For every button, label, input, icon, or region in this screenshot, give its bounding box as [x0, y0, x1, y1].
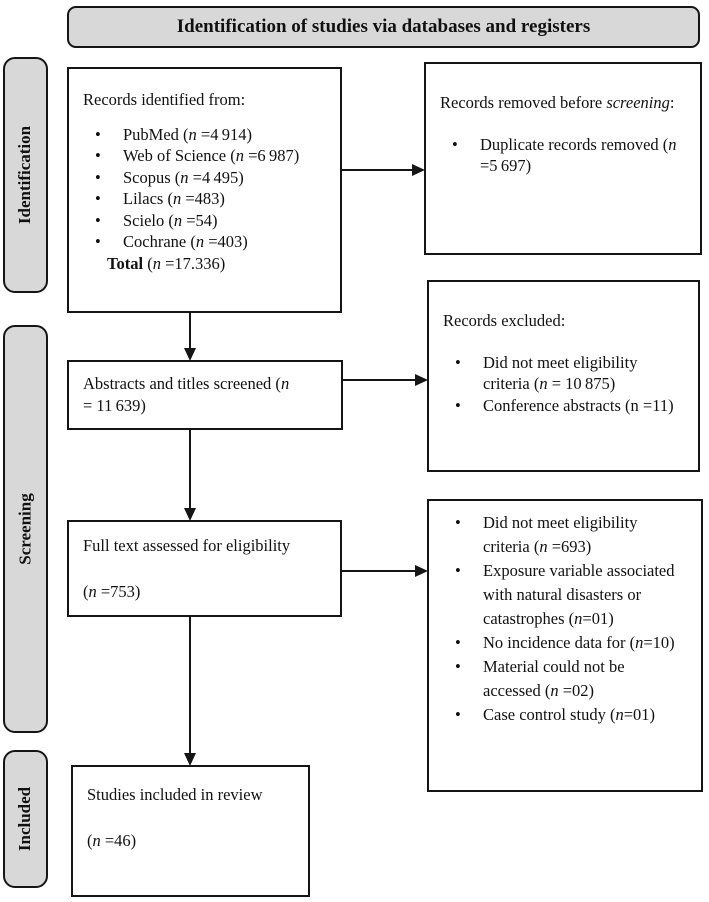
- bullet-icon: •: [95, 124, 101, 144]
- bullet-text: Scopus (n =4 495): [123, 167, 244, 187]
- text-line: (n =753): [83, 582, 141, 601]
- bullet-icon: •: [455, 395, 461, 415]
- box-full-text-excluded: • Did not meet eligibility criteria (n =6…: [427, 499, 703, 792]
- bullet-item: • Lilacs (n =483): [95, 188, 330, 210]
- stage-bar-included: Included: [3, 750, 48, 888]
- arrow-abstracts-to-excluded: [343, 379, 415, 381]
- bullet-item: • PubMed (n =4 914): [95, 124, 330, 146]
- bullet-icon: •: [95, 210, 101, 230]
- bullet-item: • No incidence data for (n=10): [455, 631, 681, 655]
- bullet-item: • Scielo (n =54): [95, 210, 330, 232]
- box-records-excluded: Records excluded: • Did not meet eligibil…: [427, 280, 700, 472]
- box-records-removed: Records removed before screening: • Dupli…: [424, 62, 702, 255]
- bullet-text: Exposure variable associated with natura…: [483, 561, 675, 628]
- bullet-icon: •: [95, 146, 101, 165]
- bullet-text: Duplicate records removed (n =5 697): [480, 134, 677, 176]
- box-heading: Records excluded:: [443, 311, 566, 330]
- bullet-text: PubMed (n =4 914): [123, 124, 253, 144]
- arrow-records-to-abstracts: [189, 313, 191, 348]
- box-abstracts-screened: Abstracts and titles screened (n = 11 639…: [67, 360, 343, 430]
- text-line: = 11 639): [83, 396, 146, 415]
- bullet-icon: •: [455, 657, 461, 676]
- bullet-icon: •: [95, 167, 101, 187]
- stage-bar-identification: Identification: [3, 57, 48, 293]
- bullet-icon: •: [452, 134, 458, 154]
- bullet-item: • Duplicate records removed (n =5 697): [452, 134, 684, 177]
- stage-label-screening: Screening: [15, 493, 35, 565]
- bullet-item: • Scopus (n =4 495): [95, 167, 330, 189]
- stage-bar-screening: Screening: [3, 325, 48, 733]
- bullet-text: Material could not be accessed (n =02): [483, 657, 625, 700]
- bullet-list: • Duplicate records removed (n =5 697): [440, 134, 684, 177]
- bullet-item: • Did not meet eligibility criteria (n =6…: [455, 511, 681, 559]
- box-studies-included: Studies included in review (n =46): [71, 765, 310, 897]
- header-banner: Identification of studies via databases …: [67, 6, 700, 48]
- box-text: Studies included in review (n =46): [87, 784, 294, 852]
- bullet-item: • Exposure variable associated with natur…: [455, 559, 681, 631]
- stage-label-included: Included: [15, 786, 35, 852]
- box-text: Abstracts and titles screened (n = 11 639…: [83, 373, 327, 417]
- arrow-records-to-removed: [342, 169, 412, 171]
- box-text: Full text assessed for eligibility (n =75…: [83, 535, 326, 603]
- bullet-text: Conference abstracts (n =11): [483, 395, 674, 415]
- bullet-text: Did not meet eligibility criteria (n =69…: [483, 513, 638, 556]
- bullet-item: • Did not meet eligibility criteria (n = …: [455, 352, 682, 395]
- arrow-abstracts-to-fulltext: [189, 430, 191, 508]
- bullet-icon: •: [455, 561, 461, 580]
- box-heading: Records identified from:: [83, 90, 246, 109]
- total-line: Total (n =17.336): [107, 253, 226, 273]
- stage-label-identification: Identification: [15, 125, 35, 225]
- arrow-fulltext-to-excluded: [342, 570, 415, 572]
- bullet-icon: •: [455, 633, 461, 652]
- text-line: Studies included in review: [87, 785, 263, 804]
- box-records-identified: Records identified from: • PubMed (n =4 9…: [67, 67, 342, 313]
- box-full-text-assessed: Full text assessed for eligibility (n =75…: [67, 520, 342, 617]
- bullet-icon: •: [455, 705, 461, 724]
- text-line: (n =46): [87, 831, 137, 850]
- arrow-fulltext-to-included: [189, 617, 191, 753]
- bullet-text: No incidence data for (n=10): [483, 633, 675, 652]
- bullet-item: • Material could not be accessed (n =02): [455, 655, 681, 703]
- bullet-text: Cochrane (n =403): [123, 232, 248, 251]
- box-heading: Records removed before screening:: [440, 93, 675, 112]
- bullet-text: Scielo (n =54): [123, 210, 218, 230]
- bullet-item: • Web of Science (n =6 987): [95, 145, 330, 167]
- bullet-text: Lilacs (n =483): [123, 189, 225, 208]
- bullet-list: • PubMed (n =4 914) • Web of Science (n =6 …: [83, 124, 330, 253]
- bullet-item: • Case control study (n=01): [455, 703, 681, 727]
- text-line: Abstracts and titles screened (n: [83, 374, 290, 393]
- bullet-icon: •: [455, 513, 461, 532]
- diagram-title: Identification of studies via databases …: [176, 16, 591, 37]
- bullet-list: • Did not meet eligibility criteria (n = …: [443, 352, 682, 417]
- bullet-icon: •: [455, 352, 461, 372]
- bullet-item: • Conference abstracts (n =11): [455, 395, 682, 417]
- bullet-icon: •: [95, 189, 101, 208]
- bullet-text: Case control study (n=01): [483, 705, 655, 724]
- bullet-list: • Did not meet eligibility criteria (n =6…: [443, 511, 681, 727]
- bullet-text: Did not meet eligibility criteria (n = 1…: [483, 352, 638, 394]
- bullet-item: • Cochrane (n =403): [95, 231, 330, 253]
- text-line: Full text assessed for eligibility: [83, 536, 291, 555]
- bullet-icon: •: [95, 232, 101, 251]
- bullet-text: Web of Science (n =6 987): [123, 146, 300, 165]
